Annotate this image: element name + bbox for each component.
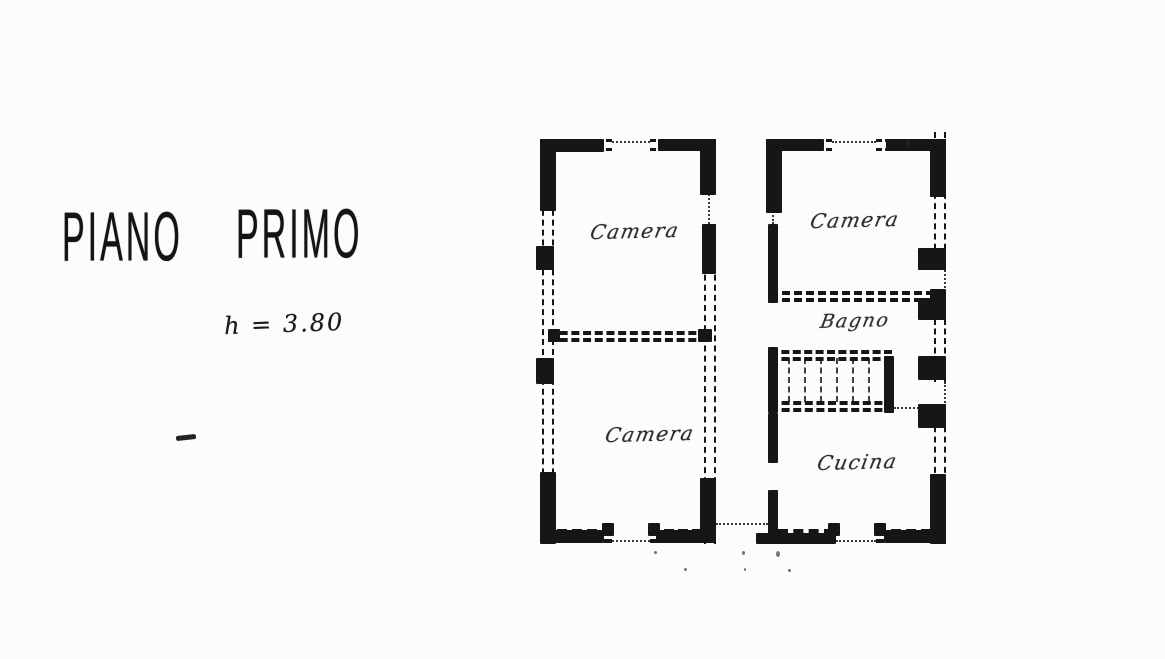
wall-pier [884,530,946,543]
interior-wall [770,291,946,302]
wall-pier [768,224,778,303]
room-label-bagno: Bagno [818,309,892,333]
room-label-cucina: Cucina [815,448,900,476]
wall-segment [704,224,716,544]
wall-pier [702,224,716,274]
wall-pier [656,530,716,543]
interior-wall [770,401,894,412]
window-opening [944,270,946,300]
wall-segment [934,300,946,382]
wall-pier [698,329,712,342]
wall-pier [540,139,556,211]
wall-pier [540,139,604,152]
wall-pier [828,523,840,536]
room-label-camera-sw: Camera [603,420,697,448]
interior-wall [548,331,708,342]
window-opening [612,540,650,542]
wall-pier [700,478,716,542]
stair-tread [868,358,870,402]
wall-pier [768,490,778,543]
wall-pier [768,413,778,463]
room-label-camera-ne: Camera [808,206,902,234]
stair-tread [788,358,790,402]
wall-pier [700,139,716,195]
scan-speck [742,551,745,555]
wall-pier [930,474,946,544]
window-opening [708,194,710,224]
wall-pier [540,472,556,544]
wall-pier [918,356,946,380]
scan-speck [684,568,687,571]
interior-wall [770,350,892,361]
wall-pier [766,139,824,151]
wall-pier [768,347,778,413]
wall-segment [542,150,554,544]
stair-tread [820,358,822,402]
wall-pier [918,404,946,428]
window-opening [836,540,876,542]
wall-pier [918,298,946,320]
page-title-word-piano: PIANO [62,199,183,277]
wall-segment [778,529,834,543]
wall-pier [536,358,554,384]
wall-pier [766,139,782,213]
scan-speck [654,551,657,554]
wall-pier [756,533,836,544]
wall-pier [918,248,946,270]
wall-pier [886,139,946,151]
window-opening [612,141,650,143]
room-label-camera-nw: Camera [588,217,682,245]
window-opening [832,141,876,143]
wall-pier [930,139,946,197]
scan-speck [744,568,746,571]
stair-wall [884,356,894,413]
scan-speck [776,551,780,557]
stair-tread [852,358,854,402]
wall-pier [540,530,604,543]
stair-tread [804,358,806,402]
wall-pier [874,523,886,536]
wall-pier [548,329,560,342]
window-opening [944,382,946,406]
wall-pier [602,523,614,536]
reference-line [716,523,768,525]
scan-speck [788,569,791,572]
wall-pier [648,523,660,536]
wall-pier [658,139,716,151]
stair-tread [836,358,838,402]
page-title-word-primo: PRIMO [236,196,363,274]
wall-segment [934,132,946,270]
scan-speck [906,140,910,146]
wall-pier [536,246,554,270]
